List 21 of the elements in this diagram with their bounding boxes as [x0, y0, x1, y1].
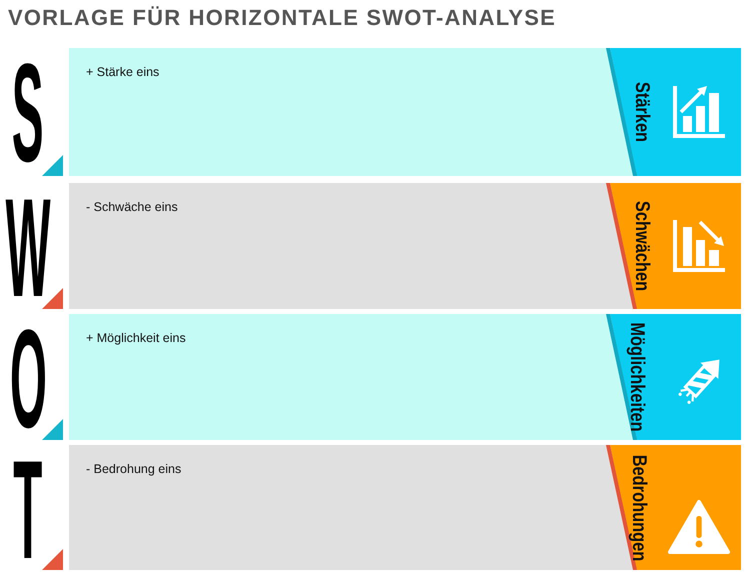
row-panel	[69, 445, 741, 570]
section-letter: T	[13, 458, 43, 562]
tab-label: Bedrohungen	[628, 454, 650, 561]
category-tab	[605, 314, 741, 440]
bullet-text: - Bedrohung eins	[86, 462, 182, 477]
bullet-text: + Stärke eins	[86, 65, 160, 80]
tab-label: Stärken	[631, 82, 653, 142]
category-tab	[605, 48, 741, 176]
bullet-text: + Möglichkeit eins	[86, 331, 186, 346]
category-tab	[605, 183, 741, 309]
row-panel	[69, 183, 741, 309]
section-letter: W	[6, 196, 50, 300]
tab-label: Möglichkeiten	[626, 322, 648, 432]
section-letter: S	[12, 61, 44, 165]
row-panel	[69, 314, 741, 440]
section-letter: O	[9, 327, 47, 431]
row-panel	[69, 48, 741, 176]
tab-label: Schwächen	[631, 200, 653, 292]
bullet-text: - Schwäche eins	[86, 200, 178, 215]
category-tab	[605, 445, 741, 570]
page-title: VORLAGE FÜR HORIZONTALE SWOT-ANALYSE	[8, 5, 556, 31]
